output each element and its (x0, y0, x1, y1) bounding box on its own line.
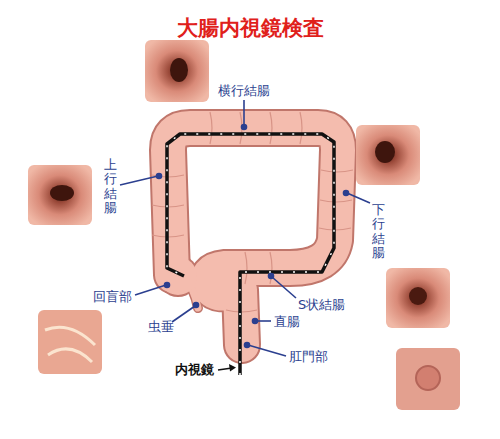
colon-body (168, 128, 338, 345)
leader-lines (120, 100, 370, 356)
title: 大腸内視鏡検査 (177, 14, 324, 42)
endoscopic-photos (28, 40, 460, 410)
part-label: 肛門部 (289, 348, 328, 366)
part-label: 虫垂 (148, 318, 174, 336)
endoscope-pointer (218, 364, 236, 372)
colon-outline (168, 128, 338, 345)
instrument-label: 内視鏡 (175, 361, 214, 379)
part-label: 回盲部 (93, 288, 132, 306)
part-label: S状結腸 (298, 296, 345, 314)
endoscope-dashes (167, 134, 334, 375)
part-label: 上行結腸 (104, 158, 117, 215)
part-label: 下行結腸 (372, 203, 385, 260)
haustra-marks (152, 112, 353, 312)
endoscope-line (167, 134, 334, 375)
part-label: 横行結腸 (218, 82, 270, 100)
cecum-body (159, 257, 197, 295)
appendix-body (192, 289, 198, 308)
part-label: 直腸 (274, 313, 300, 331)
